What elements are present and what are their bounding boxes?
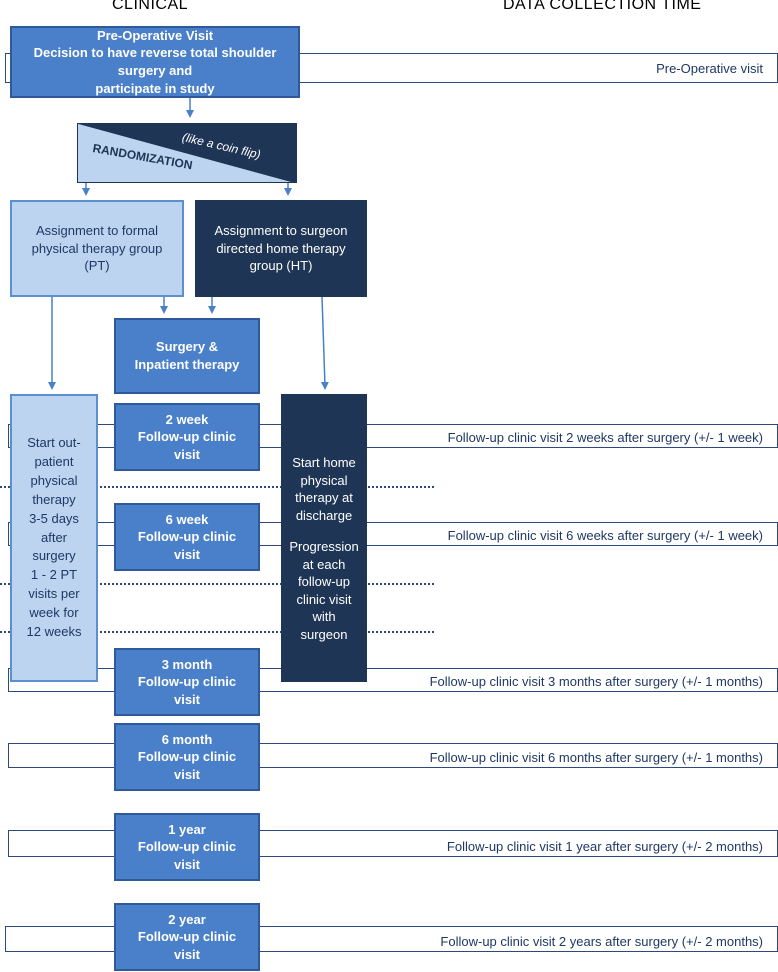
pt-outpatient-line: 1 - 2 PT xyxy=(30,567,78,583)
ht-home-line: Progression xyxy=(289,539,359,555)
timeline-label-preop: Pre-Operative visit xyxy=(656,60,763,76)
pt-outpatient-line: Start out- xyxy=(27,435,81,451)
pt-outpatient-line: after xyxy=(40,529,67,545)
visit-line3: visit xyxy=(173,766,200,782)
ht-home-line: clinic visit xyxy=(296,591,352,607)
visit-box-2-year: 2 year Follow-up clinic visit xyxy=(114,903,260,971)
visit-box-2-week: 2 week Follow-up clinic visit xyxy=(114,403,260,471)
dotted-separator xyxy=(0,631,434,633)
surgery-box: Surgery & Inpatient therapy xyxy=(114,318,260,394)
pt-outpatient-line: physical xyxy=(30,473,78,489)
pt-outpatient-line: visits per xyxy=(28,586,80,602)
randomization-box: RANDOMIZATION (like a coin flip) xyxy=(77,123,297,183)
pt-group-line3: (PT) xyxy=(84,258,110,274)
preop-visit-box: Pre-Operative Visit Decision to have rev… xyxy=(10,26,300,98)
pt-outpatient-line: week for xyxy=(29,604,79,620)
visit-line2: Follow-up clinic xyxy=(137,529,237,545)
visit-line2: Follow-up clinic xyxy=(137,429,237,445)
ht-home-box: Start home physical therapy at discharge… xyxy=(281,394,367,682)
visit-box-1-year: 1 year Follow-up clinic visit xyxy=(114,813,260,881)
pt-outpatient-line: surgery xyxy=(32,548,76,564)
visit-title: 2 week xyxy=(165,411,209,427)
visit-line2: Follow-up clinic xyxy=(137,929,237,945)
visit-box-6-week: 6 week Follow-up clinic visit xyxy=(114,503,260,571)
data-collection-header: DATA COLLECTION TIME xyxy=(503,0,702,13)
pt-outpatient-line: 3-5 days xyxy=(29,510,79,526)
ht-home-line: Start home xyxy=(292,455,356,470)
pt-outpatient-box: Start out- patient physical therapy 3-5 … xyxy=(10,394,98,682)
visit-title: 2 year xyxy=(168,911,206,927)
preop-line2: participate in study xyxy=(95,80,215,96)
surgery-line1: Surgery & xyxy=(155,339,219,355)
clinical-header: CLINICAL xyxy=(112,0,189,13)
pt-outpatient-line: therapy xyxy=(32,491,76,507)
visit-line2: Follow-up clinic xyxy=(137,839,237,855)
timeline-label-6-month: Follow-up clinic visit 6 months after su… xyxy=(429,750,763,765)
timeline-label-6-week: Follow-up clinic visit 6 weeks after sur… xyxy=(447,528,763,543)
visit-line2: Follow-up clinic xyxy=(137,749,237,765)
pt-outpatient-line: 12 weeks xyxy=(26,623,82,639)
ht-home-line: with xyxy=(312,609,336,625)
ht-home-line: therapy at xyxy=(295,490,353,506)
pt-outpatient-line: patient xyxy=(34,454,74,470)
pt-group-line2: physical therapy group xyxy=(31,240,163,256)
pt-group-box: Assignment to formal physical therapy gr… xyxy=(10,200,184,297)
visit-line3: visit xyxy=(173,546,200,562)
visit-title: 6 week xyxy=(165,511,209,527)
visit-line3: visit xyxy=(173,856,200,872)
pt-group-line1: Assignment to formal xyxy=(35,223,159,239)
randomization-split-shape xyxy=(78,124,296,182)
timeline-label-2-year: Follow-up clinic visit 2 years after sur… xyxy=(440,934,763,949)
visit-line2: Follow-up clinic xyxy=(137,674,237,690)
preop-title: Pre-Operative Visit xyxy=(96,27,214,43)
arrow-ht-to-home xyxy=(320,296,329,390)
visit-box-3-month: 3 month Follow-up clinic visit xyxy=(114,648,260,716)
visit-title: 3 month xyxy=(161,656,213,672)
preop-line1: Decision to have reverse total shoulder … xyxy=(33,45,277,78)
visit-line3: visit xyxy=(173,946,200,962)
ht-home-line: surgeon xyxy=(300,626,348,642)
ht-home-line: at each xyxy=(302,556,346,572)
timeline-label-3-month: Follow-up clinic visit 3 months after su… xyxy=(429,674,763,689)
ht-home-line: physical xyxy=(300,472,348,488)
timeline-label-1-year: Follow-up clinic visit 1 year after surg… xyxy=(446,839,763,854)
visit-title: 6 month xyxy=(161,731,213,747)
visit-box-6-month: 6 month Follow-up clinic visit xyxy=(114,723,260,791)
ht-home-line: follow-up xyxy=(297,574,351,590)
dotted-separator xyxy=(0,486,434,488)
ht-group-line3: group (HT) xyxy=(249,258,313,274)
dotted-separator xyxy=(0,583,434,585)
visit-title: 1 year xyxy=(168,821,206,837)
visit-line3: visit xyxy=(173,446,200,462)
ht-group-line2: directed home therapy xyxy=(216,240,346,256)
visit-line3: visit xyxy=(173,691,200,707)
ht-group-line1: Assignment to surgeon xyxy=(214,223,348,239)
timeline-label-2-week: Follow-up clinic visit 2 weeks after sur… xyxy=(447,430,763,445)
ht-home-line: discharge xyxy=(295,507,353,523)
ht-group-box: Assignment to surgeon directed home ther… xyxy=(195,200,367,297)
surgery-line2: Inpatient therapy xyxy=(134,357,240,372)
